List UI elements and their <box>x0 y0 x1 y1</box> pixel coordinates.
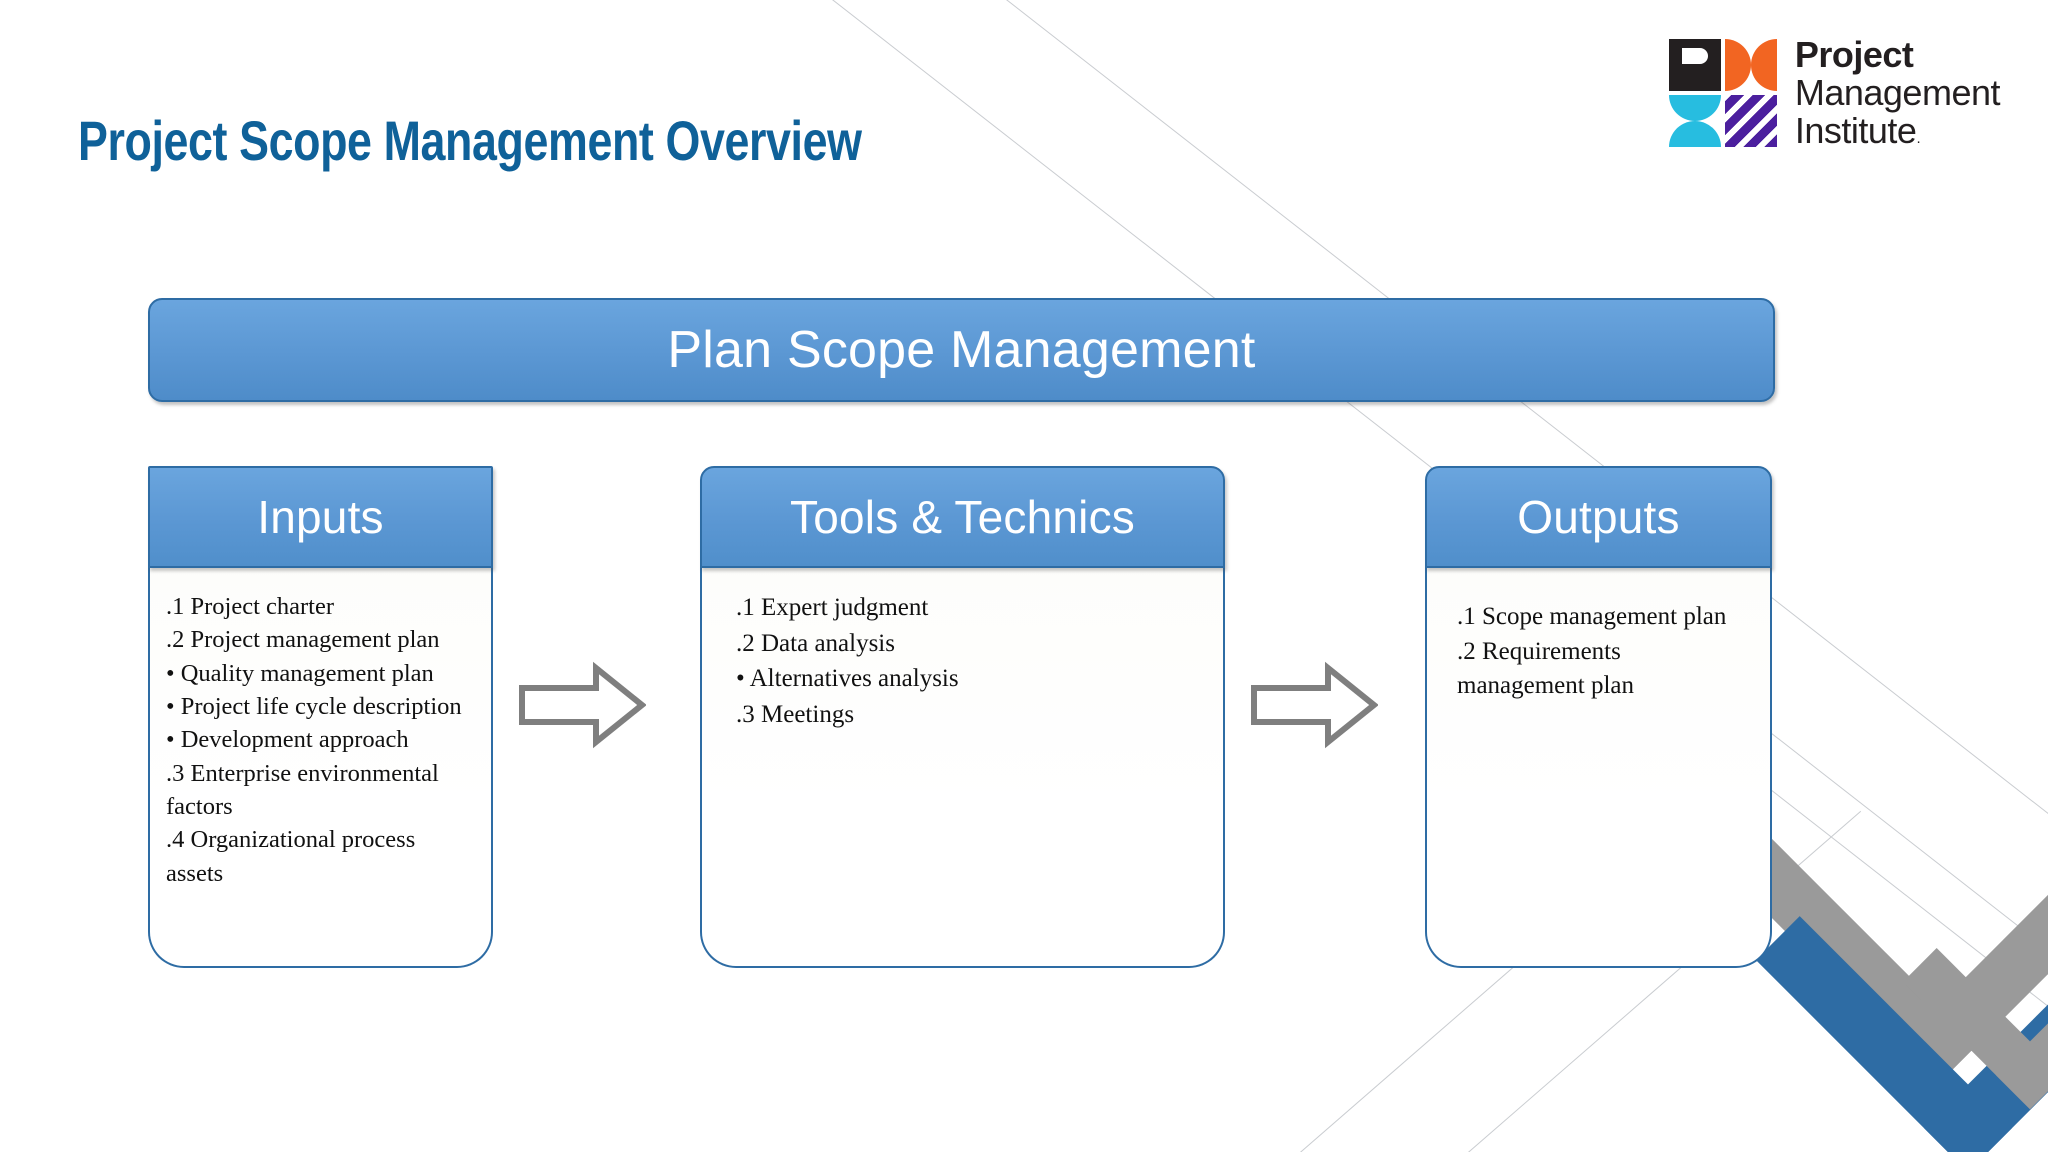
column-inputs-header[interactable]: Inputs <box>148 466 493 568</box>
list-item: .4 Organizational process assets <box>166 826 416 887</box>
column-tools-title: Tools & Technics <box>790 491 1135 543</box>
column-tools-list: .1 Expert judgment .2 Data analysis • Al… <box>736 590 1207 732</box>
pmi-word-management: Management <box>1794 72 2001 114</box>
pmi-letter-p-icon <box>1668 39 1721 92</box>
column-tools-header[interactable]: Tools & Technics <box>700 466 1225 568</box>
column-inputs-title: Inputs <box>257 491 384 543</box>
process-banner[interactable]: Plan Scope Management <box>148 298 1775 402</box>
process-columns: Inputs .1 Project charter .2 Project man… <box>0 466 2048 986</box>
list-item: .1 Project charter <box>166 593 335 620</box>
pmi-orange-bowtie-icon <box>1724 39 1777 92</box>
process-banner-label: Plan Scope Management <box>667 321 1256 379</box>
pmi-purple-stripes-icon <box>1724 95 1777 148</box>
list-item: .3 Enterprise environmental factors <box>166 759 439 820</box>
list-item: .2 Requirements management plan <box>1457 637 1635 700</box>
column-inputs-list: .1 Project charter .2 Project management… <box>166 590 475 890</box>
arrow-inputs-to-tools-icon <box>518 660 647 750</box>
list-item: .1 Expert judgment <box>736 594 929 621</box>
page-title: Project Scope Management Overview <box>78 109 862 172</box>
column-outputs[interactable]: Outputs .1 Scope management plan .2 Requ… <box>1425 466 1772 968</box>
pmi-word-project: Project <box>1794 34 1914 75</box>
list-item: • Alternatives analysis <box>736 665 959 692</box>
column-inputs[interactable]: Inputs .1 Project charter .2 Project man… <box>148 466 493 968</box>
list-item: .1 Scope management plan <box>1457 603 1727 630</box>
arrow-tools-to-outputs-icon <box>1250 660 1379 750</box>
list-item: • Development approach <box>166 726 409 754</box>
pmi-logo-wordmark: Project Management Institute. <box>1794 34 2001 152</box>
column-tools[interactable]: Tools & Technics .1 Expert judgment .2 D… <box>700 466 1225 968</box>
list-item: .3 Meetings <box>736 700 855 728</box>
column-outputs-list: .1 Scope management plan .2 Requirements… <box>1457 600 1754 704</box>
column-outputs-header[interactable]: Outputs <box>1425 466 1772 568</box>
pmi-word-institute: Institute. <box>1794 110 1921 152</box>
column-tools-body: .1 Expert judgment .2 Data analysis • Al… <box>700 568 1225 968</box>
column-outputs-body: .1 Scope management plan .2 Requirements… <box>1425 568 1772 968</box>
pmi-cyan-bowtie-icon <box>1668 95 1721 148</box>
column-outputs-title: Outputs <box>1517 491 1680 543</box>
list-item: .2 Project management plan <box>166 626 440 654</box>
list-item: • Project life cycle description <box>166 692 462 720</box>
column-inputs-body: .1 Project charter .2 Project management… <box>148 568 493 968</box>
pmi-logo-mark <box>1668 39 1777 148</box>
list-item: .2 Data analysis <box>736 629 895 657</box>
pmi-logo: Project Management Institute. <box>1668 34 2001 152</box>
list-item: • Quality management plan <box>166 659 434 687</box>
